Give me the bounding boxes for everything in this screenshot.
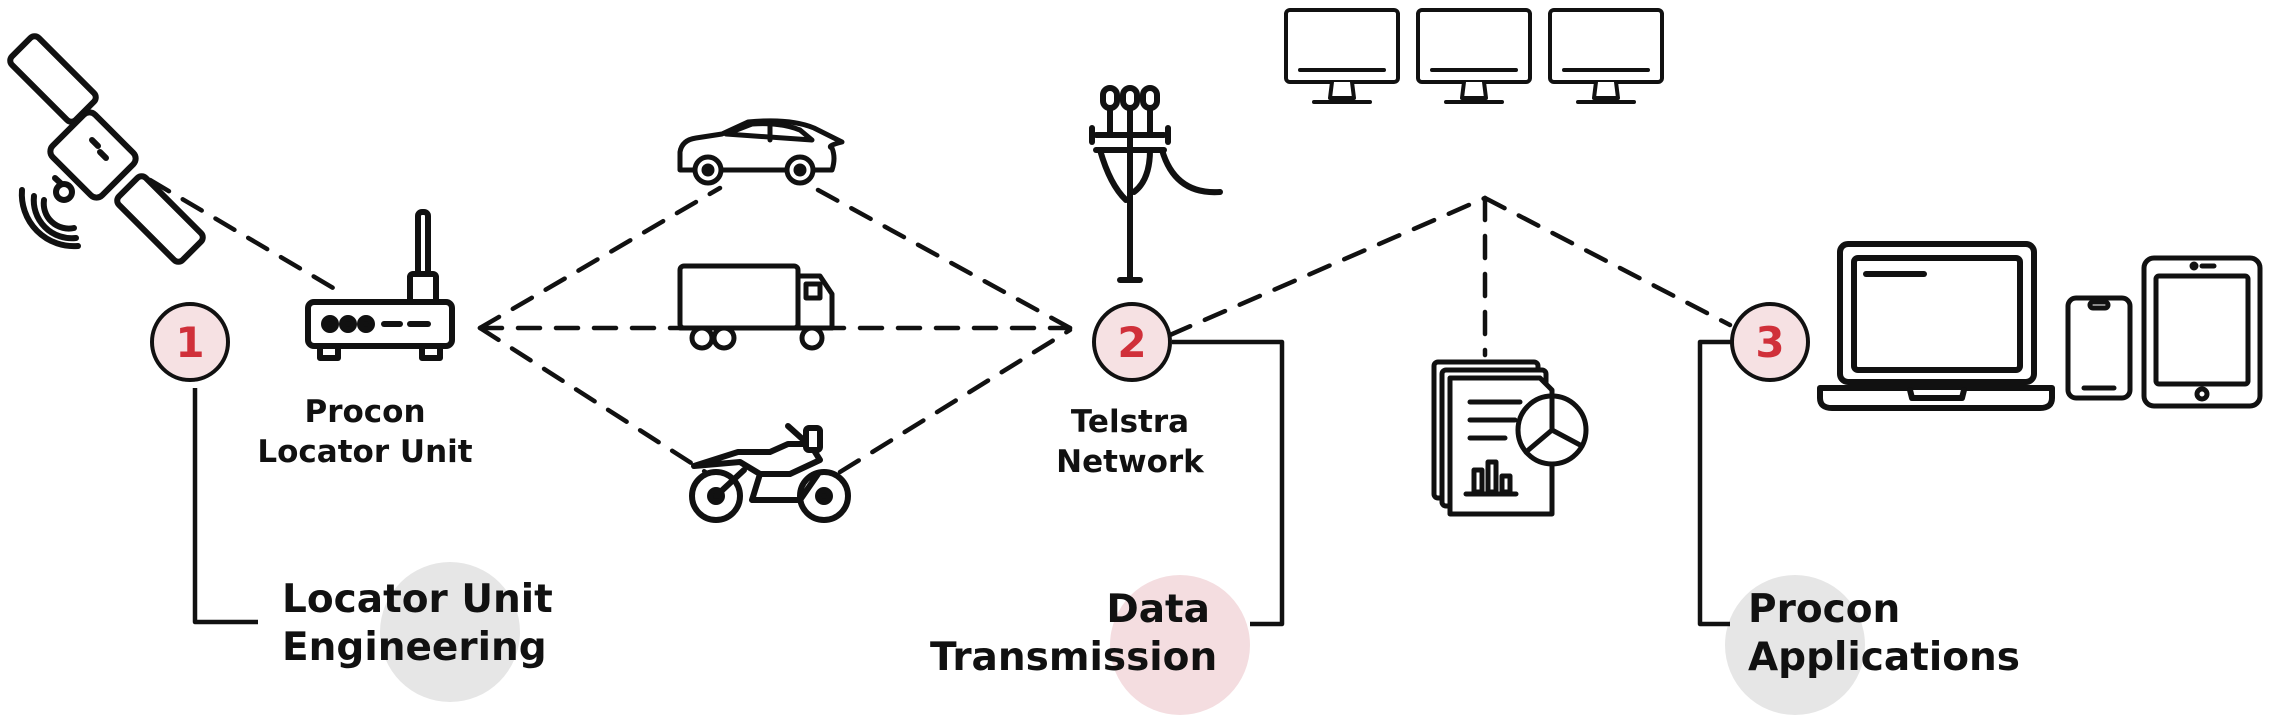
step-title-2: Data Transmission <box>930 586 1218 682</box>
step-title-3: Procon Applications <box>1748 586 2020 682</box>
step-title-line: Procon <box>1748 587 1901 632</box>
motorcycle-icon <box>689 423 851 523</box>
step-title-line: Applications <box>1748 635 2020 680</box>
step-number-2: 2 <box>1117 318 1146 367</box>
step-badge-1 <box>150 302 230 382</box>
step-number-3: 3 <box>1755 318 1784 367</box>
step-badge-3 <box>1730 302 1810 382</box>
leader-lines <box>192 339 1732 627</box>
router-icon <box>305 209 455 361</box>
car-icon <box>677 118 845 186</box>
truck-icon <box>677 263 835 351</box>
step-badge-2 <box>1092 302 1172 382</box>
step-title-line: Locator Unit <box>282 577 553 622</box>
title-blob-1 <box>380 562 520 702</box>
title-blob-2 <box>1110 575 1250 715</box>
satellite-icon <box>7 33 206 265</box>
laptop-icon <box>1817 241 2055 411</box>
title-blob-3 <box>1725 575 1865 715</box>
node-label-network: Telstra Network <box>1030 402 1230 482</box>
monitor-icon <box>1416 8 1532 104</box>
telecom-tower-icon <box>1089 85 1223 283</box>
phone-icon <box>2065 295 2133 401</box>
documents-chart-icon <box>1431 359 1589 517</box>
step-number-1: 1 <box>175 318 204 367</box>
node-label-line: Procon <box>304 394 426 430</box>
step-title-1: Locator Unit Engineering <box>282 576 553 672</box>
node-label-line: Telstra <box>1070 404 1190 440</box>
node-label-locator-unit: Procon Locator Unit <box>240 392 490 472</box>
tablet-icon <box>2141 255 2263 409</box>
monitor-icon <box>1548 8 1664 104</box>
dashed-connectors <box>147 177 1733 478</box>
node-label-line: Locator Unit <box>257 434 473 470</box>
node-label-line: Network <box>1056 444 1204 480</box>
step-title-line: Data <box>1106 587 1210 632</box>
step-title-line: Engineering <box>282 625 547 670</box>
monitor-icon <box>1284 8 1400 104</box>
step-title-line: Transmission <box>930 635 1218 680</box>
